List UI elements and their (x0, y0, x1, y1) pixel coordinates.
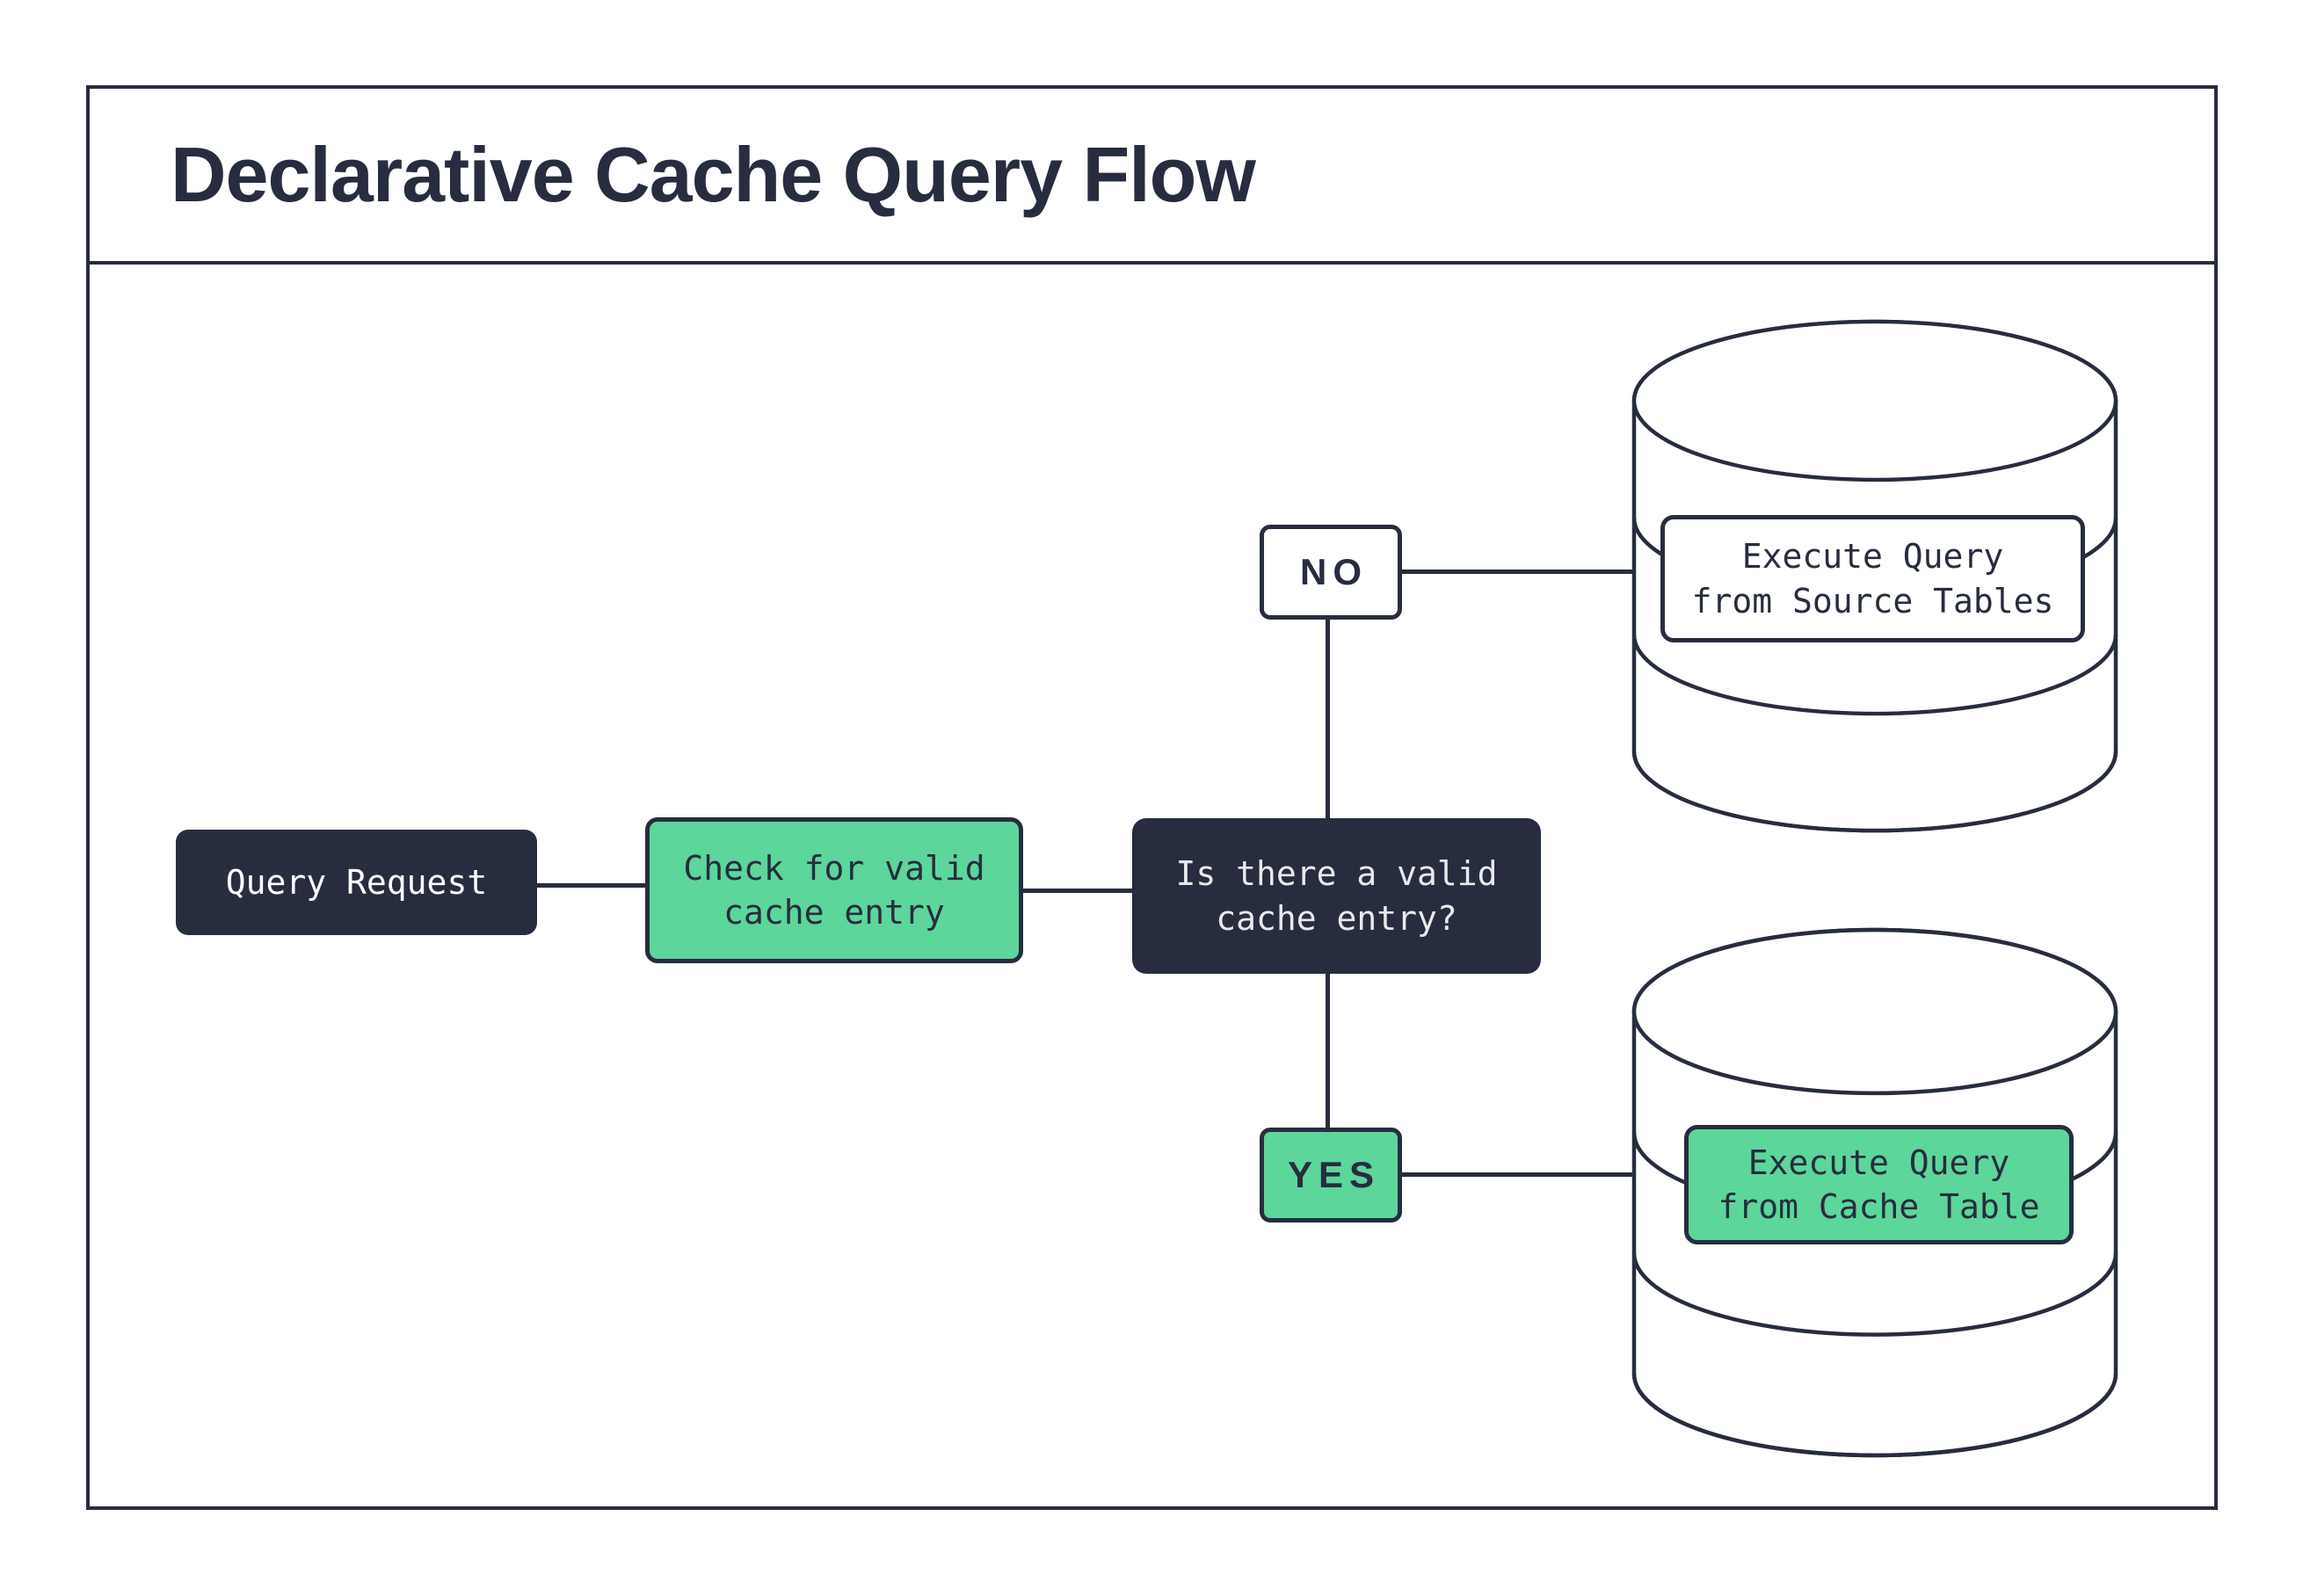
diagram-frame: Declarative Cache Query Flow (86, 85, 2218, 1510)
connector-yes-to-cache-db (1401, 1172, 1632, 1177)
node-check-cache-label: Check for valid cache entry (683, 848, 985, 932)
node-execute-source-label: Execute Query from Source Tables (1691, 537, 2054, 620)
node-execute-cache: Execute Query from Cache Table (1684, 1125, 2074, 1244)
connector-check-to-decision (1023, 889, 1132, 893)
connector-decision-to-yes (1326, 972, 1330, 1129)
node-branch-no: NO (1260, 525, 1402, 620)
node-execute-cache-label: Execute Query from Cache Table (1718, 1143, 2040, 1226)
node-check-cache: Check for valid cache entry (645, 817, 1023, 963)
node-execute-source: Execute Query from Source Tables (1660, 515, 2085, 642)
node-decision-valid-cache: Is there a valid cache entry? (1132, 818, 1541, 974)
connector-request-to-check (537, 883, 645, 888)
connector-no-to-source-db (1401, 569, 1632, 574)
page-title: Declarative Cache Query Flow (171, 131, 1256, 218)
connector-decision-to-no (1326, 618, 1330, 820)
branch-yes-label: YES (1287, 1154, 1381, 1196)
node-branch-yes: YES (1260, 1128, 1402, 1222)
title-bar: Declarative Cache Query Flow (90, 89, 2214, 265)
node-decision-label: Is there a valid cache entry? (1175, 854, 1498, 938)
node-query-request: Query Request (176, 830, 537, 935)
node-query-request-label: Query Request (225, 862, 488, 902)
branch-no-label: NO (1300, 551, 1368, 593)
